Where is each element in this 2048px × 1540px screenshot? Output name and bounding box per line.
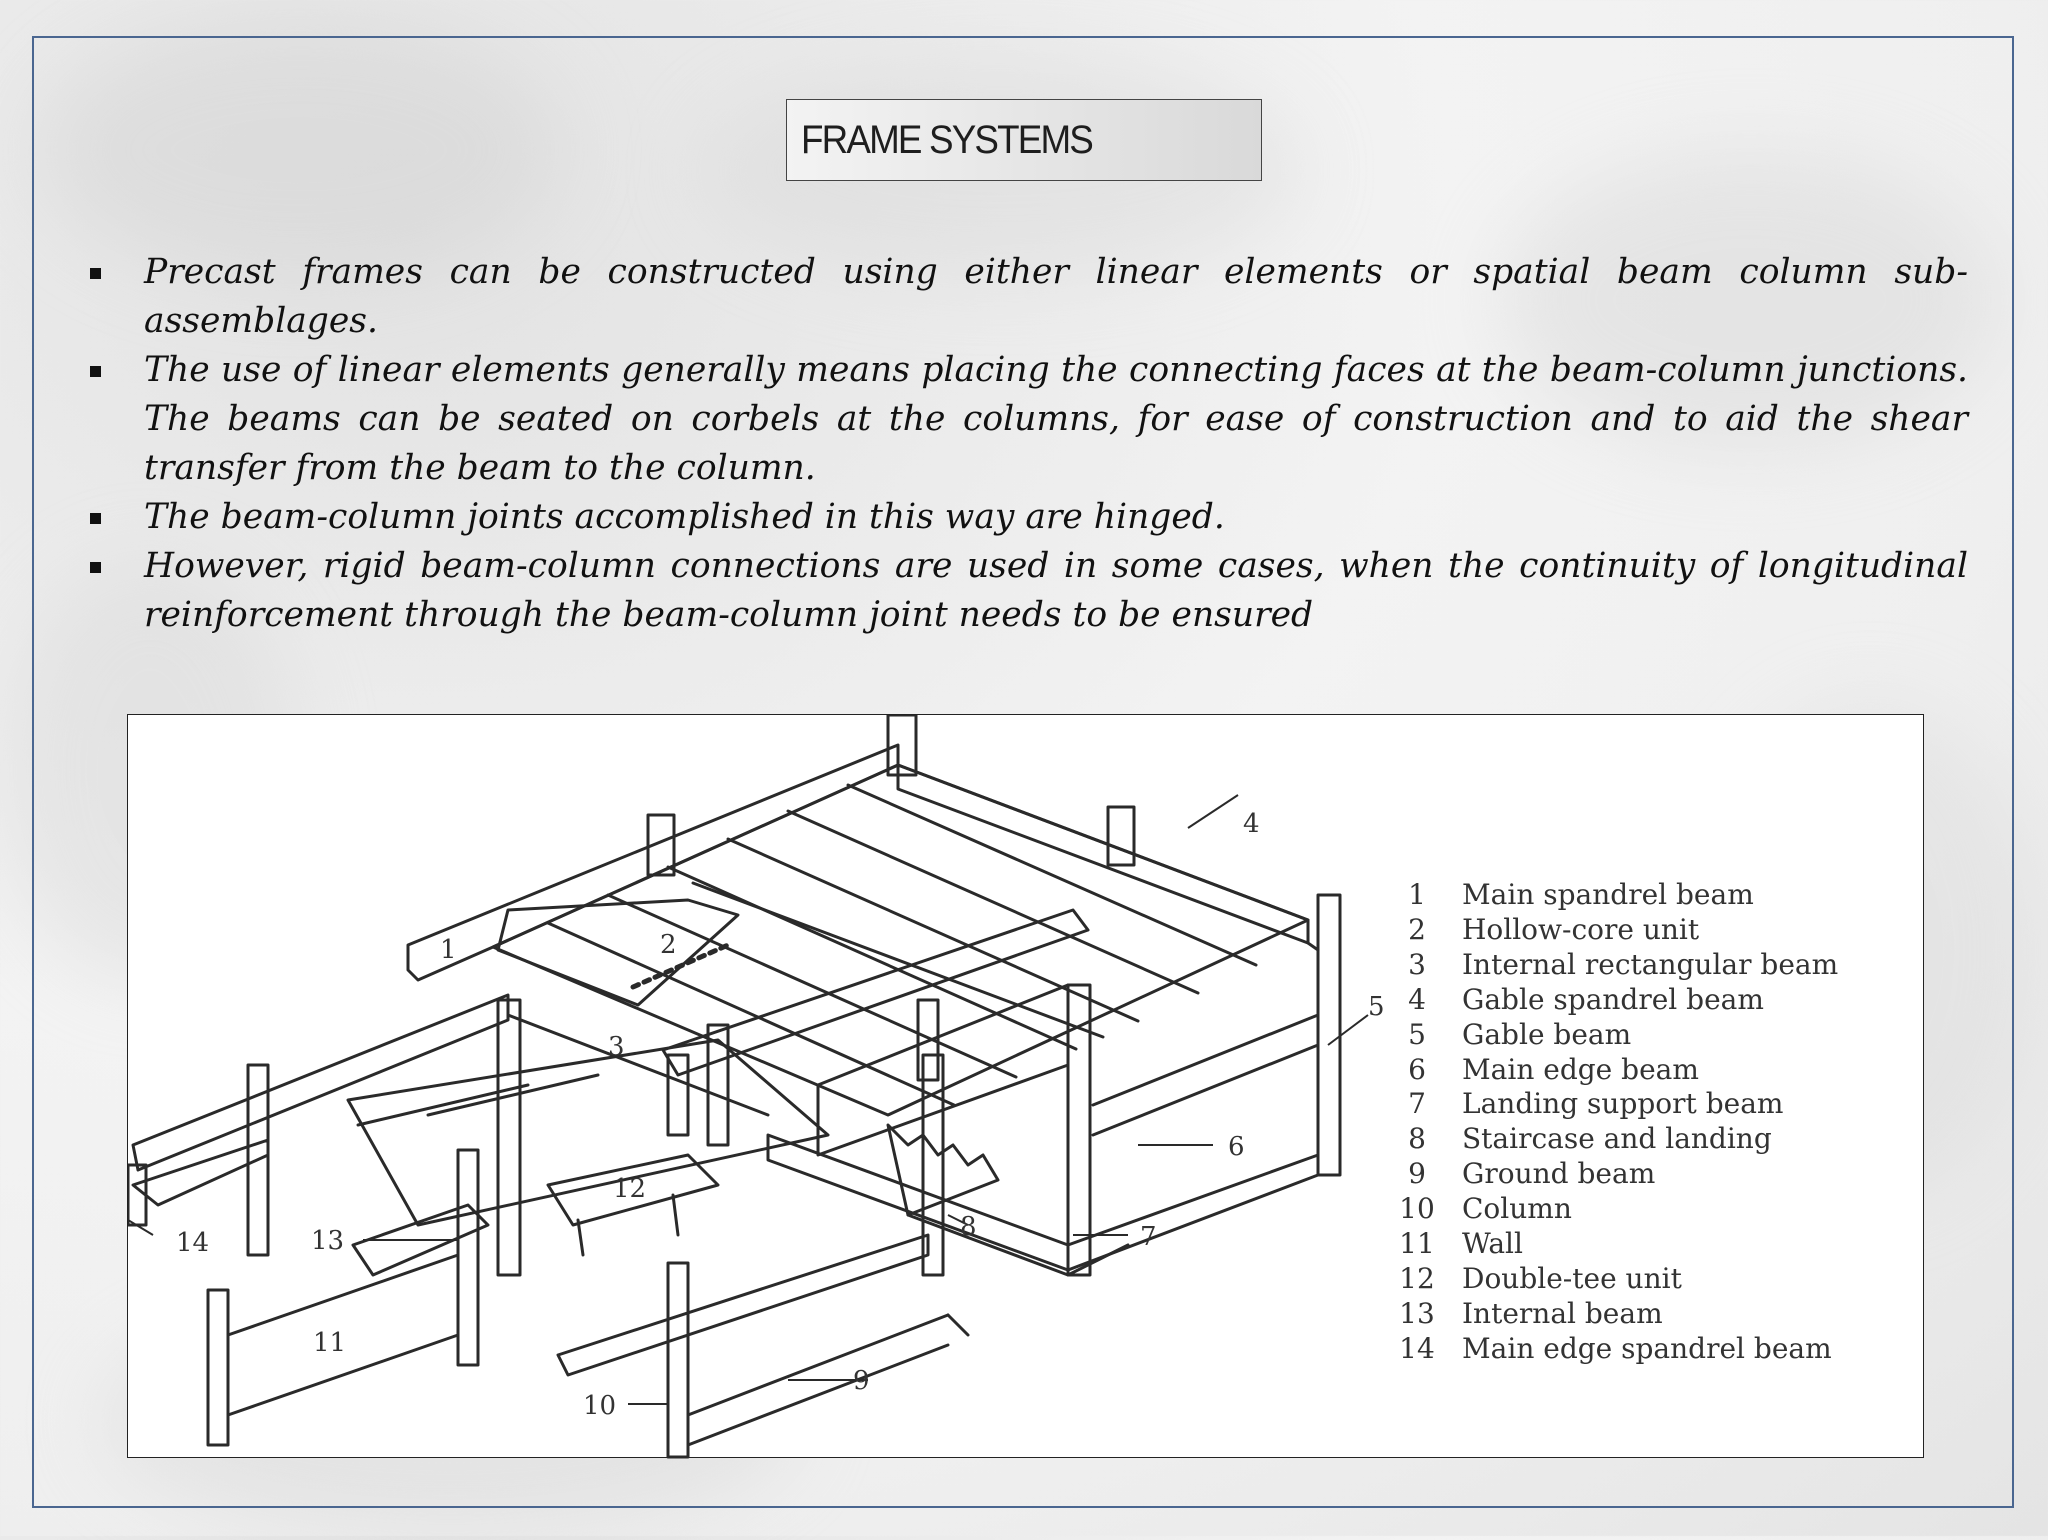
gable-beam xyxy=(1091,941,1320,1137)
gable-spandrel-beam xyxy=(896,763,1310,945)
callout-1: 1 xyxy=(440,935,457,965)
upper-column xyxy=(886,715,918,777)
lower-column xyxy=(206,1288,230,1447)
hollow-core-strips xyxy=(546,783,1258,1107)
callout-11: 11 xyxy=(313,1328,346,1358)
upper-column xyxy=(646,813,676,877)
upper-floor-slab xyxy=(491,763,1310,1117)
slide-title: FRAME SYSTEMS xyxy=(801,117,1094,162)
callout-3: 3 xyxy=(608,1032,625,1062)
callout-6: 6 xyxy=(1228,1132,1245,1162)
staircase xyxy=(886,1123,1000,1217)
double-tee-unit xyxy=(546,1153,720,1227)
bullet-item: Precast frames can be constructed using … xyxy=(88,248,1968,346)
internal-beam xyxy=(351,1203,490,1277)
ground-beam xyxy=(556,1233,930,1377)
lower-column xyxy=(456,1148,480,1367)
callout-5: 5 xyxy=(1368,992,1385,1022)
left-column xyxy=(128,1163,148,1227)
internal-rectangular-beam xyxy=(661,908,1090,1077)
callout-4: 4 xyxy=(1243,809,1260,839)
slab-cross-line xyxy=(691,881,1105,1039)
callout-14: 14 xyxy=(176,1228,209,1258)
hollow-core-unit xyxy=(496,898,740,1007)
inner-column xyxy=(706,1023,730,1147)
callout-13: 13 xyxy=(311,1226,344,1256)
ground-column xyxy=(921,1053,945,1277)
bullet-item: However, rigid beam-column connections a… xyxy=(88,542,1968,640)
bullet-item: The use of linear elements generally mea… xyxy=(88,346,1968,493)
lower-column xyxy=(916,998,940,1082)
upper-column xyxy=(1106,805,1136,867)
main-edge-spandrel-beam xyxy=(131,993,510,1172)
ground-column xyxy=(666,1261,690,1459)
bullet-list: Precast frames can be constructed using … xyxy=(88,248,1968,640)
main-spandrel-beam xyxy=(406,743,900,982)
landing-support-beam xyxy=(816,983,1070,1157)
slide-title-box: FRAME SYSTEMS xyxy=(786,99,1262,181)
callout-8: 8 xyxy=(960,1212,977,1242)
main-edge-beam xyxy=(766,1133,1320,1272)
lower-floor-slab xyxy=(346,1038,830,1227)
bullet-item: The beam-column joints accomplished in t… xyxy=(88,493,1968,542)
slide-border xyxy=(32,36,2014,1508)
inner-column xyxy=(496,998,522,1277)
callout-10: 10 xyxy=(583,1391,616,1421)
callout-7: 7 xyxy=(1140,1222,1157,1252)
callout-9: 9 xyxy=(853,1366,870,1396)
lower-column xyxy=(666,1053,690,1137)
left-column xyxy=(246,1063,270,1257)
front-column xyxy=(1066,983,1092,1277)
callout-12: 12 xyxy=(613,1174,646,1204)
frame-system-diagram: 1 2 3 4 5 6 7 8 9 10 11 12 13 14 xyxy=(127,714,1924,1459)
wall xyxy=(226,1253,460,1417)
isometric-frame-drawing: 1 2 3 4 5 6 7 8 9 10 11 12 13 14 xyxy=(128,715,1385,1459)
callout-2: 2 xyxy=(660,930,677,960)
right-column xyxy=(1316,893,1342,1177)
